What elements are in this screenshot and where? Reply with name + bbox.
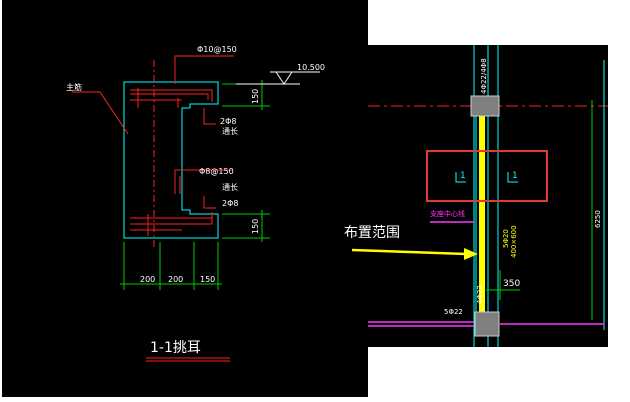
dim-150-bot: 150 <box>251 219 260 234</box>
section-detail: Φ10@150 10.500 主筋 2Φ8 通长 Φ8@150 通长 2Φ8 2… <box>66 45 325 362</box>
dim-200-a: 200 <box>140 275 155 284</box>
column-bottom <box>474 311 500 337</box>
support-center-label: 支座中心线 <box>430 209 465 218</box>
rebar-top-label: Φ10@150 <box>197 45 237 54</box>
section-marks <box>455 172 518 183</box>
beam-rebar-label: 5Φ20 <box>502 229 510 248</box>
dim-150-c: 150 <box>200 275 215 284</box>
rebar-mid-label: Φ8@150 <box>199 167 234 176</box>
bar-2c8-bot-label: 2Φ8 <box>222 199 238 208</box>
main-rebar-label: 主筋 <box>66 82 82 92</box>
bottom-bar-label: 5Φ22 <box>444 308 463 316</box>
right-dimension <box>486 100 593 320</box>
top-vertical-label: 4Φ22/4Φ8 <box>480 58 488 94</box>
bottom-vertical-label: 4Φ22 <box>476 285 484 304</box>
support-lines <box>368 221 604 327</box>
dim-350: 350 <box>503 279 520 289</box>
range-annotation: 布置范围 <box>344 224 478 260</box>
left-panel-background <box>2 0 368 397</box>
range-arrow-shaft <box>351 248 467 256</box>
dim-150-top: 150 <box>251 89 260 104</box>
section-rebars <box>130 88 213 236</box>
plan-view: 1 1 4Φ22/4Φ8 6250 5Φ20 400×600 支座中心线 4Φ2… <box>368 45 608 347</box>
highlight-box <box>426 150 548 202</box>
section-mark-left: 1 <box>460 171 466 181</box>
section-title: 1-1挑耳 <box>150 340 201 356</box>
beam-size-label: 400×600 <box>510 225 518 258</box>
dim-200-b: 200 <box>168 275 183 284</box>
range-arrow-head <box>464 248 478 260</box>
elevation-label: 10.500 <box>297 63 325 72</box>
section-outline <box>123 81 219 239</box>
range-label: 布置范围 <box>344 224 400 241</box>
through-top-label: 通长 <box>222 126 238 136</box>
grid-lines <box>473 45 605 347</box>
dim-6250: 6250 <box>594 210 602 228</box>
through-mid-label: 通长 <box>222 182 238 192</box>
beam <box>479 112 485 316</box>
section-mark-right: 1 <box>512 171 518 181</box>
elevation-symbol <box>236 71 320 85</box>
leader-lines <box>72 55 234 209</box>
column-top <box>470 95 500 117</box>
bar-2c8-top-label: 2Φ8 <box>220 117 236 126</box>
